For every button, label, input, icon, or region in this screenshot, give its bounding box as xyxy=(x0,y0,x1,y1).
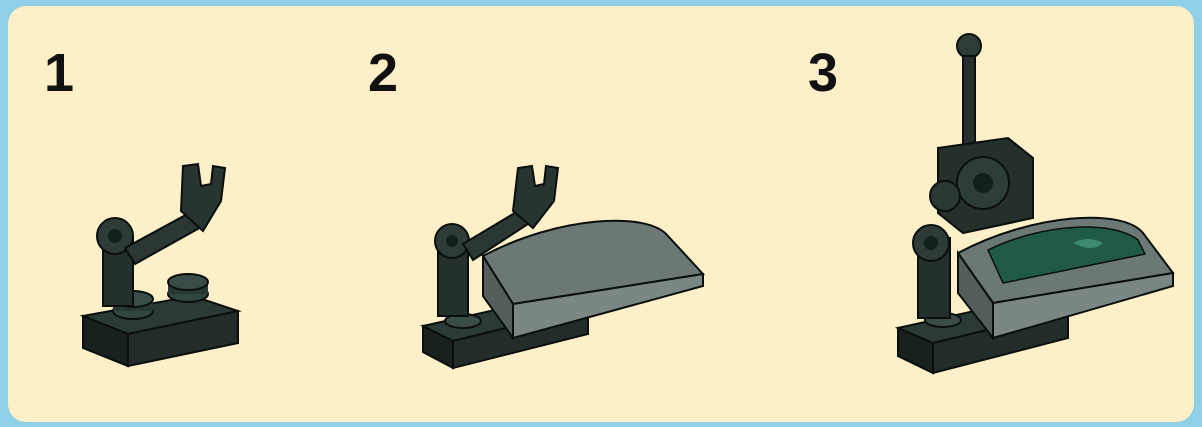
instruction-panel: 1 2 xyxy=(8,6,1194,422)
step-3-number: 3 xyxy=(808,46,838,100)
step-1-number: 1 xyxy=(44,46,74,100)
lego-plate-clip-arm-curved-slope-icon xyxy=(408,156,708,386)
step-2-number: 2 xyxy=(368,46,398,100)
lego-assembled-antenna-module-icon xyxy=(883,28,1183,388)
lego-plate-with-clip-arm-icon xyxy=(63,156,253,386)
